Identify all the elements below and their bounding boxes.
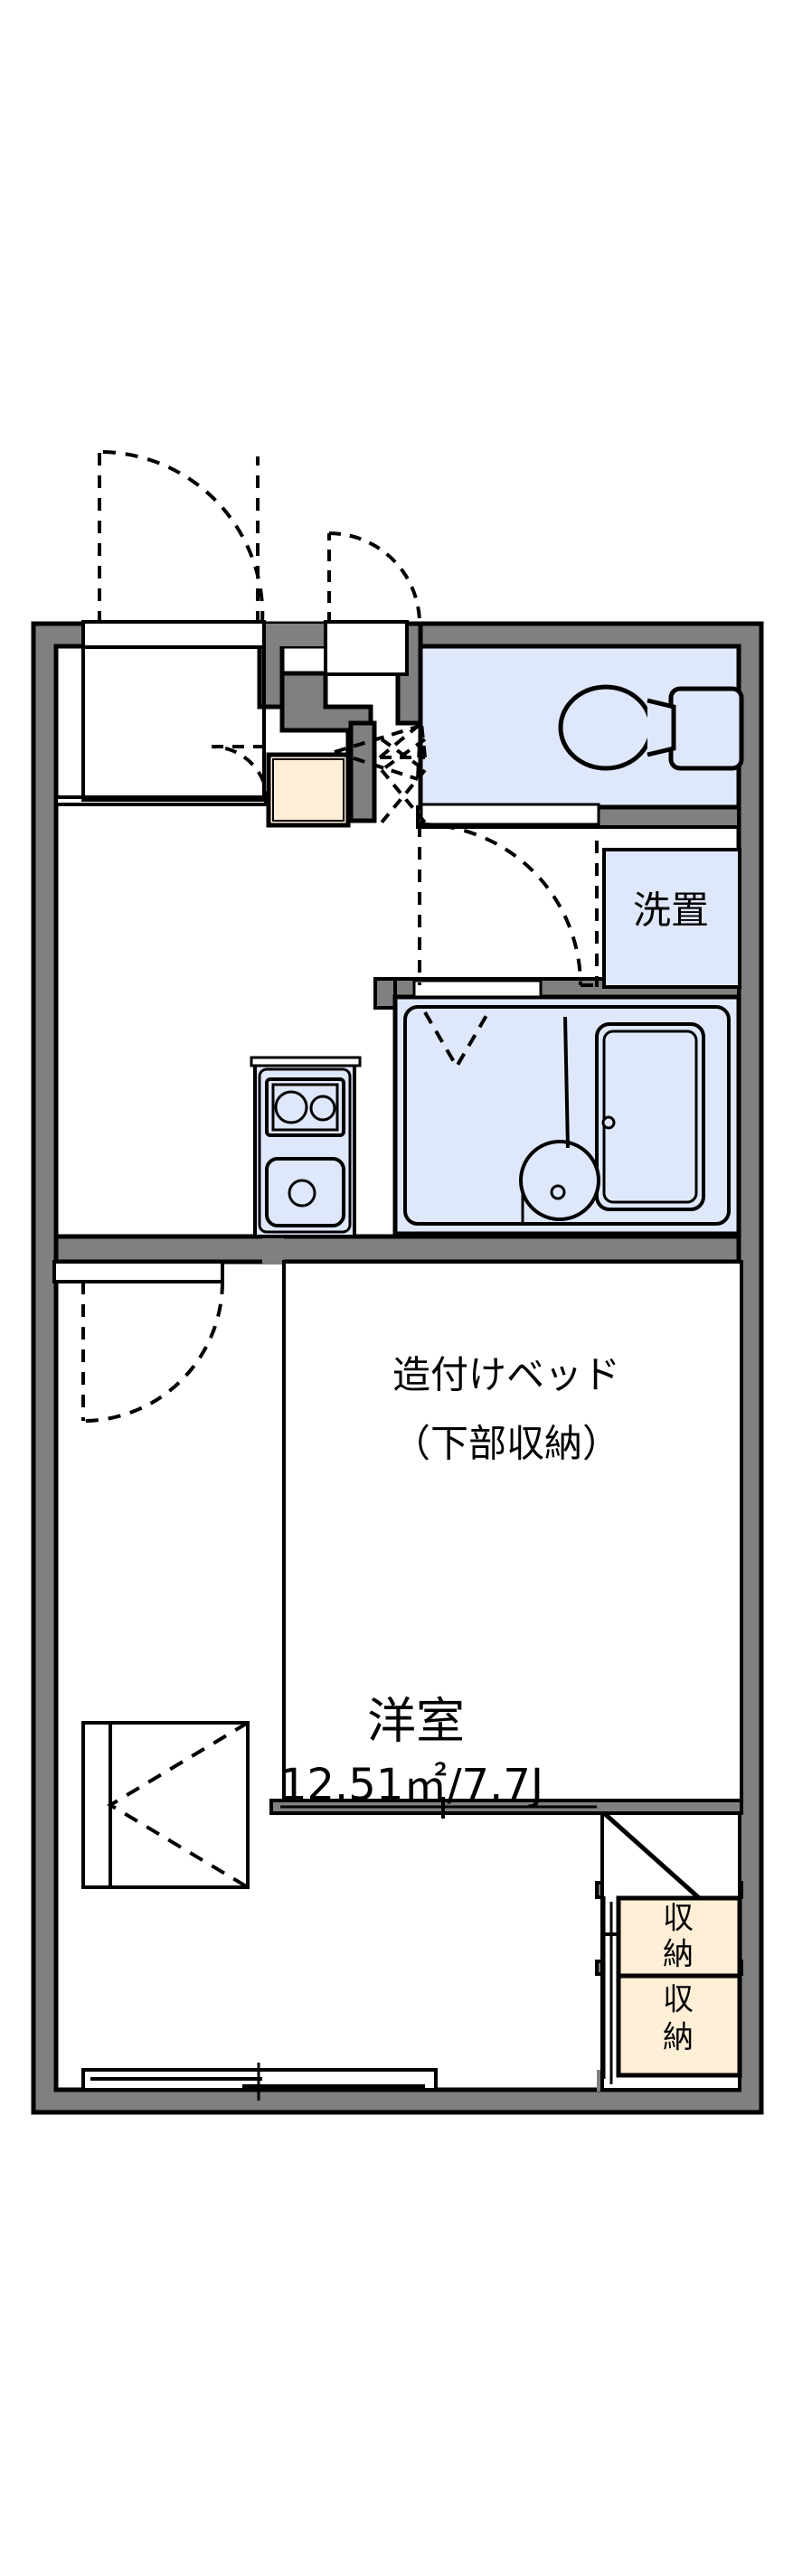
toilet-neck-icon bbox=[647, 698, 676, 757]
partition-bath-top-left bbox=[373, 977, 397, 1010]
storage-closet-upper bbox=[616, 1895, 742, 1979]
closet-door-rails bbox=[602, 1896, 613, 2084]
entry-closet-door-arc bbox=[211, 745, 269, 804]
storage-upper-label-line1: 収 bbox=[663, 1901, 694, 1937]
storage-lower-label-line1: 収 bbox=[663, 1982, 694, 2018]
toilet-bowl-icon bbox=[558, 684, 654, 771]
corridor-cross-dash-2 bbox=[380, 738, 427, 772]
corridor-door-arc bbox=[328, 531, 421, 625]
stove-burner-large-icon bbox=[274, 1090, 308, 1124]
entrance-door-opening bbox=[81, 620, 266, 649]
plan-geometry: 造付けベッド （下部収納） 洋室 12.51㎡/7.7J 洗置 収 納 収 納 bbox=[31, 449, 764, 2115]
corridor-fold-left-2 bbox=[334, 724, 421, 781]
laundry-door-leaf bbox=[581, 841, 599, 987]
corridor-fold-left-3 bbox=[416, 725, 422, 780]
partition-bed-left-nub bbox=[262, 1236, 284, 1264]
side-window-swing bbox=[107, 1721, 250, 1889]
laundry-label: 洗置 bbox=[633, 888, 709, 933]
storage-upper-label-line2: 納 bbox=[663, 1937, 694, 1973]
main-room-area-label: 12.51㎡/7.7J bbox=[279, 1760, 543, 1810]
built-in-bed-label-line2: （下部収納） bbox=[392, 1422, 620, 1466]
bath-counter-divider bbox=[563, 1016, 570, 1149]
kitchen-counter-rail bbox=[250, 1056, 362, 1067]
built-in-bed-label-line1: 造付けベッド bbox=[392, 1353, 620, 1397]
bathtub-drain-icon bbox=[601, 1115, 616, 1130]
washing-machine-space bbox=[602, 848, 741, 989]
bathtub-inner-icon bbox=[602, 1029, 698, 1204]
kitchen-window-opening bbox=[52, 1260, 224, 1283]
kitchen-sink-drain-icon bbox=[288, 1179, 316, 1208]
storage-closet-lower bbox=[616, 1973, 742, 2078]
corridor-door-opening bbox=[324, 620, 409, 676]
toilet-tank-icon bbox=[668, 686, 744, 771]
shoe-cabinet-inner bbox=[272, 758, 345, 822]
entrance-door-arc bbox=[99, 449, 265, 625]
main-room-label: 洋室 bbox=[367, 1693, 465, 1750]
wash-basin-drain-icon bbox=[550, 1184, 566, 1200]
toilet-door-opening bbox=[420, 803, 600, 826]
room-door-arc bbox=[82, 1281, 224, 1423]
partition-room-top bbox=[53, 1234, 741, 1264]
bath-door-opening bbox=[412, 979, 543, 999]
storage-lower-label-line2: 納 bbox=[663, 2020, 694, 2056]
stove-burner-small-icon bbox=[309, 1095, 336, 1122]
partition-corridor-right bbox=[348, 720, 377, 823]
wash-basin-icon bbox=[519, 1140, 600, 1221]
balcony-window-panes bbox=[90, 2077, 425, 2088]
built-in-bed-area bbox=[282, 1260, 743, 1802]
